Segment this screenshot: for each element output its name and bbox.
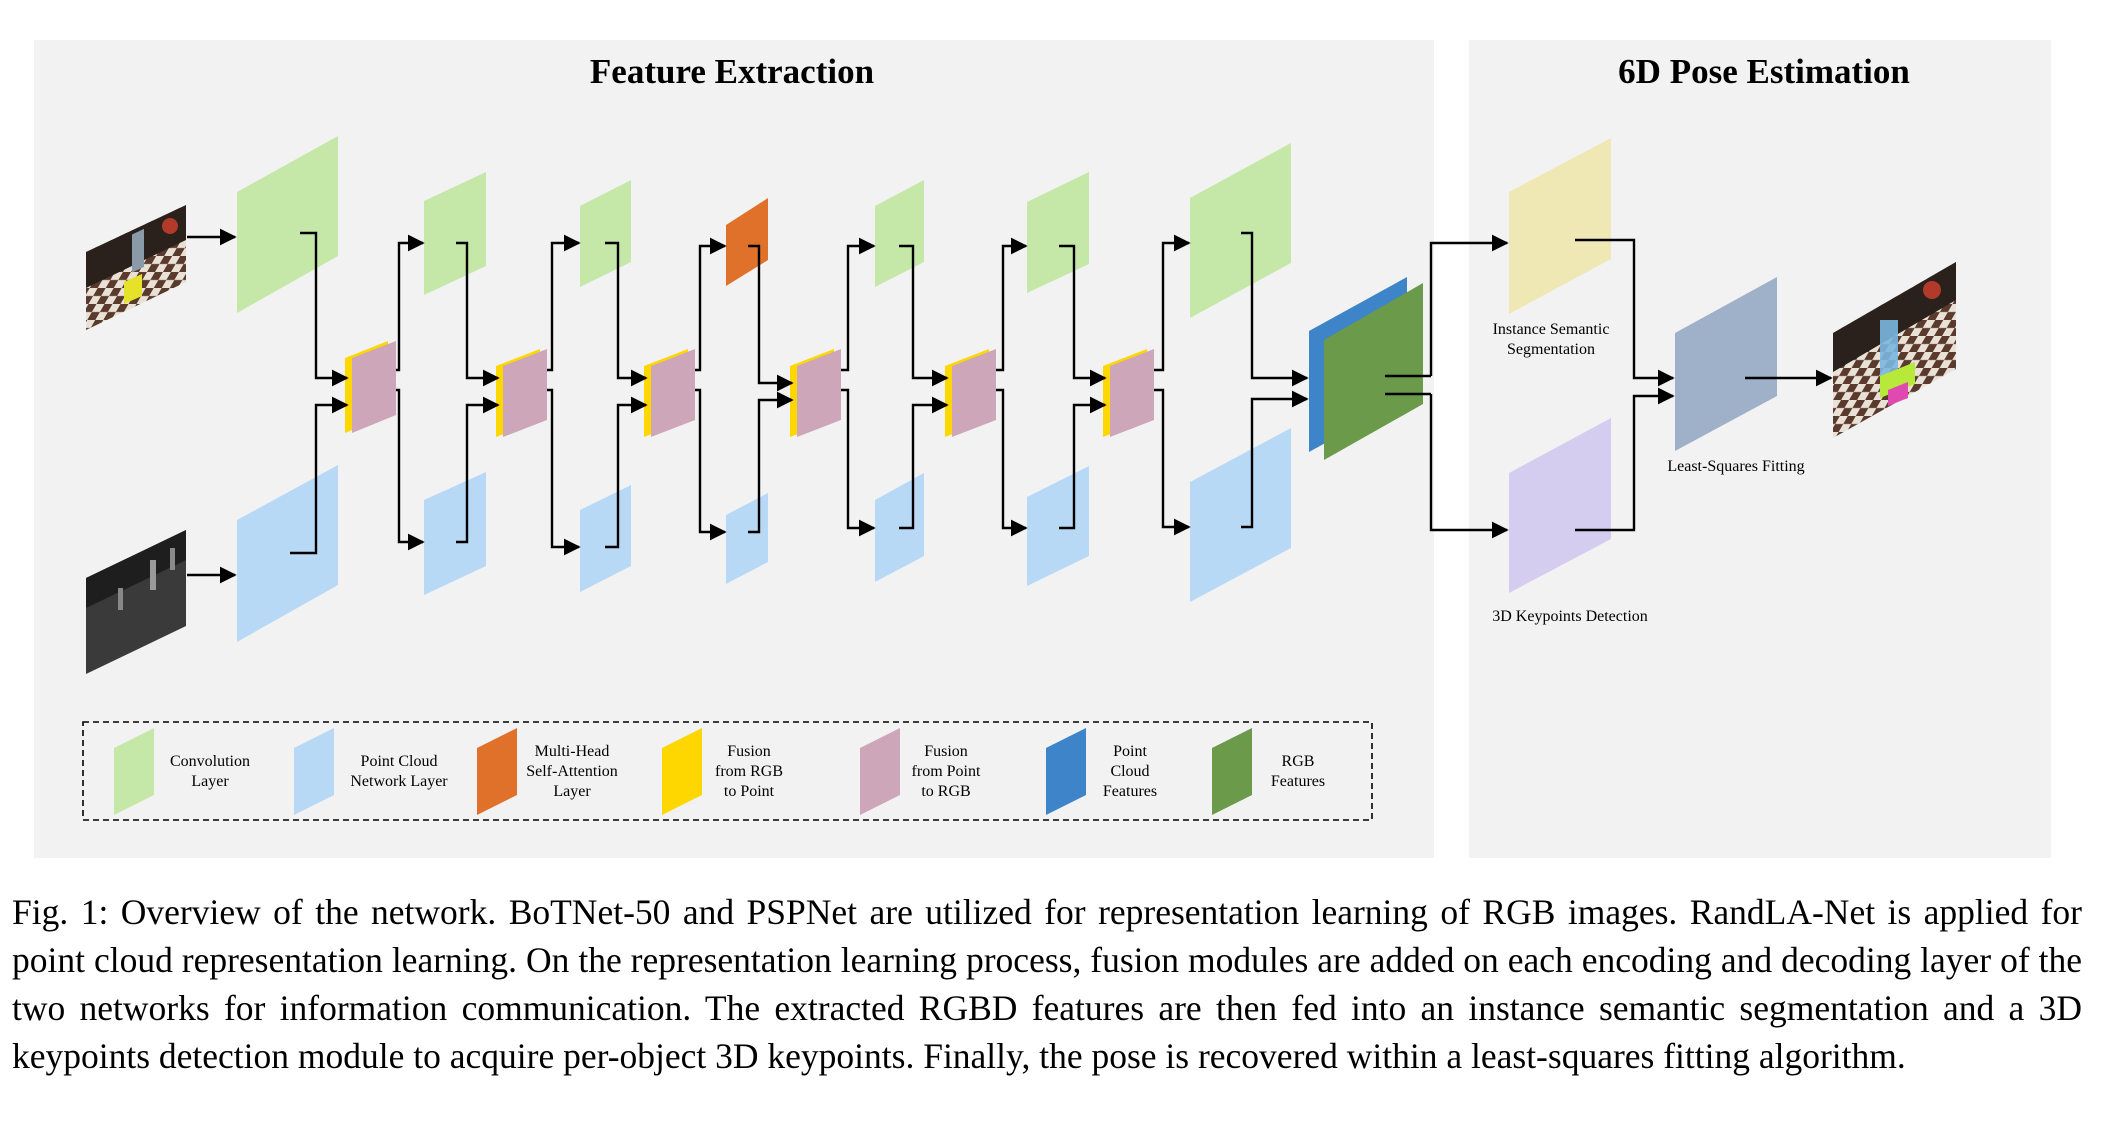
least-squares-label: Least-Squares Fitting xyxy=(1667,458,1804,475)
legend-box xyxy=(82,721,1373,821)
network-diagram: Feature Extraction 6D Pose Estimation xyxy=(34,40,2051,858)
legend-swatch-fusion-rgb-point xyxy=(662,728,702,815)
fusion-module-1 xyxy=(345,341,396,433)
instance-seg-plane xyxy=(1509,138,1611,314)
legend-label-rgb-features: RGB xyxy=(1282,753,1315,770)
feature-extraction-title: Feature Extraction xyxy=(590,52,874,91)
keypoints-label: 3D Keypoints Detection xyxy=(1492,608,1648,625)
legend-label-mhsa: Layer xyxy=(553,783,591,800)
least-squares-plane xyxy=(1675,277,1777,451)
legend-label-fusion-rgb-point: to Point xyxy=(724,783,775,800)
legend-swatch-fusion-point-rgb xyxy=(860,728,900,815)
legend-swatch-pc-features xyxy=(1046,728,1086,815)
conv-layer-1 xyxy=(237,136,338,313)
legend-swatch-rgb-features xyxy=(1212,728,1252,815)
legend-swatch-pointcloud xyxy=(294,728,334,815)
legend-label-fusion-point-rgb: to RGB xyxy=(921,783,970,800)
legend-label-fusion-point-rgb: from Point xyxy=(912,763,981,780)
conv-layer-4 xyxy=(875,180,924,287)
mhsa-layer xyxy=(726,198,768,286)
legend-label-conv: Convolution xyxy=(170,753,250,770)
keypoints-plane xyxy=(1509,418,1611,593)
connectors xyxy=(187,228,1833,584)
fusion-module-4 xyxy=(790,349,841,437)
legend-label-mhsa: Multi-Head xyxy=(535,743,610,760)
legend-label-fusion-rgb-point: from RGB xyxy=(715,763,783,780)
conv-layer-6 xyxy=(1190,143,1291,318)
output-pose-image xyxy=(1833,262,1956,438)
extracted-features xyxy=(1309,277,1423,460)
legend-label-pc-features: Point xyxy=(1113,743,1147,760)
legend-label-pointcloud: Point Cloud xyxy=(361,753,438,770)
fusion-module-5 xyxy=(945,349,996,437)
input-depth-image xyxy=(86,530,186,674)
legend-swatch-mhsa xyxy=(477,728,517,815)
instance-seg-label-line2: Segmentation xyxy=(1507,341,1595,358)
feature-extraction-panel xyxy=(34,40,1434,858)
legend-swatch-conv xyxy=(114,728,154,815)
figure-caption: Fig. 1: Overview of the network. BoTNet-… xyxy=(12,892,2082,1076)
legend-label-pointcloud: Network Layer xyxy=(350,773,448,790)
fusion-module-3 xyxy=(644,349,695,437)
pose-estimation-title: 6D Pose Estimation xyxy=(1618,52,1910,91)
pointcloud-layer-1 xyxy=(237,465,338,642)
pointcloud-layer-4 xyxy=(726,493,768,584)
legend-label-pc-features: Features xyxy=(1103,783,1157,800)
legend-label-mhsa: Self-Attention xyxy=(526,763,618,780)
fusion-module-6 xyxy=(1103,349,1154,437)
input-rgb-image xyxy=(86,205,186,330)
legend-label-conv: Layer xyxy=(191,773,229,790)
legend-label-rgb-features: Features xyxy=(1271,773,1325,790)
instance-seg-label-line1: Instance Semantic xyxy=(1493,321,1610,338)
legend-label-fusion-point-rgb: Fusion xyxy=(924,743,968,760)
pointcloud-layer-7 xyxy=(1190,428,1291,602)
pointcloud-layer-2 xyxy=(424,472,486,595)
legend-label-fusion-rgb-point: Fusion xyxy=(727,743,771,760)
legend-label-pc-features: Cloud xyxy=(1110,763,1149,780)
conv-layer-2 xyxy=(424,172,486,295)
fusion-module-2 xyxy=(496,349,547,437)
